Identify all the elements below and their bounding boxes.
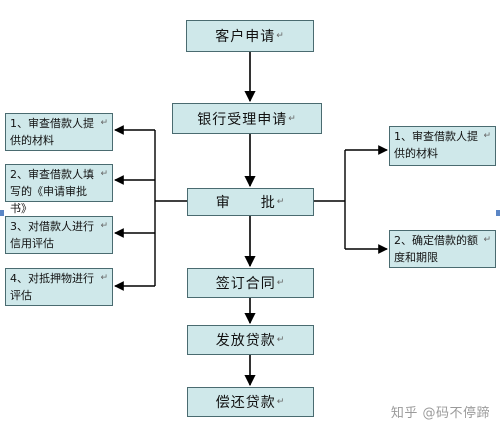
paragraph-mark: ↵ — [288, 113, 297, 124]
left-item-1: 1、审查借款人提供的材料 ↵ — [5, 113, 113, 151]
right-item-1: 1、审查借款人提供的材料 ↵ — [389, 126, 496, 166]
step-bank-accept: 银行受理申请↵ — [172, 103, 322, 134]
step-sign-contract: 签订合同↵ — [187, 268, 314, 298]
resize-handle-right[interactable] — [496, 210, 500, 216]
item-text: 2、审查借款人填写的《申请审批书》 — [10, 168, 94, 215]
item-text: 3、对借款人进行信用评估 — [10, 220, 94, 250]
step-customer-apply: 客户申请↵ — [186, 20, 314, 52]
item-text: 1、审查借款人提供的材料 — [10, 117, 94, 147]
watermark: 知乎 @码不停蹄 — [390, 406, 490, 421]
paragraph-mark: ↵ — [276, 335, 286, 345]
step-label: 偿还贷款 — [215, 395, 276, 411]
paragraph-mark: ↵ — [276, 397, 286, 407]
resize-handle-left[interactable] — [0, 210, 4, 216]
step-approval: 审 批↵ — [187, 188, 314, 216]
paragraph-mark: ↵ — [483, 235, 491, 245]
paragraph-mark: ↵ — [276, 197, 286, 207]
paragraph-mark: ↵ — [276, 31, 285, 41]
step-label: 审 批 — [215, 195, 276, 211]
left-item-4: 4、对抵押物进行评估 ↵ — [5, 268, 113, 306]
step-label: 银行受理申请 — [197, 111, 288, 128]
item-text: 2、确定借款的额度和期限 — [394, 234, 478, 264]
paragraph-mark: ↵ — [100, 221, 108, 231]
paragraph-mark: ↵ — [100, 273, 108, 283]
paragraph-mark: ↵ — [100, 169, 108, 179]
paragraph-mark: ↵ — [483, 131, 491, 141]
item-text: 1、审查借款人提供的材料 — [394, 130, 478, 160]
paragraph-mark: ↵ — [276, 278, 286, 288]
right-item-2: 2、确定借款的额度和期限 ↵ — [389, 230, 496, 268]
step-issue-loan: 发放贷款↵ — [187, 325, 314, 355]
left-item-2: 2、审查借款人填写的《申请审批书》 ↵ — [5, 164, 113, 215]
step-repay-loan: 偿还贷款↵ — [187, 387, 314, 417]
step-label: 签订合同 — [215, 276, 276, 292]
left-item-3: 3、对借款人进行信用评估 ↵ — [5, 216, 113, 254]
item-text: 4、对抵押物进行评估 — [10, 272, 94, 302]
paragraph-mark: ↵ — [100, 118, 108, 128]
step-label: 客户申请 — [215, 29, 276, 45]
step-label: 发放贷款 — [215, 333, 276, 349]
